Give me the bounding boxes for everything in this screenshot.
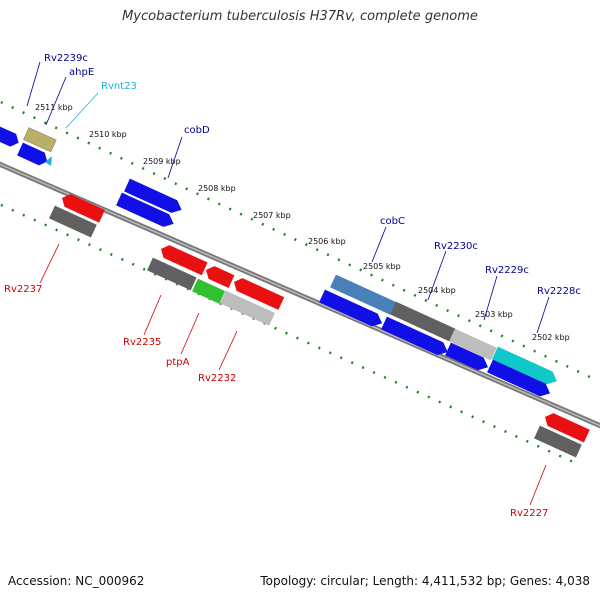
label-rv2239c[interactable]: Rv2239c — [44, 53, 88, 64]
leader-rv2232 — [218, 330, 238, 371]
feature-blue-mid-2[interactable] — [381, 316, 451, 359]
genome-summary-text: Topology: circular; Length: 4,411,532 bp… — [260, 574, 590, 588]
feature-rv2235-grey[interactable] — [147, 257, 197, 291]
feature-rv2228c-cyan[interactable] — [492, 346, 560, 388]
feature-red-lower-3[interactable] — [231, 276, 285, 310]
rvnt23-marker[interactable] — [45, 156, 52, 166]
leader-rv2227 — [529, 464, 547, 506]
feature-rv2237-red[interactable] — [59, 192, 105, 223]
kbp-tick-2502: 2502 kbp — [532, 333, 570, 342]
upper-tick-track — [0, 100, 591, 379]
kbp-tick-2510: 2510 kbp — [89, 130, 127, 139]
feature-blue-left-1[interactable] — [0, 125, 22, 150]
genome-backbone-highlight — [0, 163, 600, 427]
leader-ptpa — [180, 312, 200, 355]
feature-upper-olive[interactable] — [23, 127, 57, 153]
feature-rv2227-grey[interactable] — [534, 425, 582, 458]
feature-cobc-steel[interactable] — [330, 274, 396, 315]
lower-tick-track — [0, 203, 581, 467]
label-ahpe[interactable]: ahpE — [69, 67, 94, 78]
feature-rv2237-grey[interactable] — [49, 205, 97, 238]
leader-cobd — [167, 136, 183, 179]
leader-rv2230c — [427, 250, 447, 301]
leader-ahpe — [45, 76, 67, 126]
leader-rv2235 — [143, 294, 162, 336]
kbp-tick-2503: 2503 kbp — [475, 310, 513, 319]
kbp-tick-2506: 2506 kbp — [308, 237, 346, 246]
feature-blue-left-2[interactable] — [17, 142, 50, 168]
kbp-tick-2511: 2511 kbp — [35, 103, 73, 112]
label-rv2235[interactable]: Rv2235 — [123, 337, 161, 348]
feature-rv2230c-grey[interactable] — [390, 301, 456, 342]
feature-rv2232-lightgrey[interactable] — [220, 290, 276, 326]
feature-red-lower-1[interactable] — [158, 243, 208, 276]
label-rv2230c[interactable]: Rv2230c — [434, 241, 478, 252]
feature-ptpa-green[interactable] — [192, 278, 226, 304]
kbp-tick-2505: 2505 kbp — [363, 262, 401, 271]
feature-rv2227-red[interactable] — [542, 411, 590, 443]
leader-rv2229c — [483, 275, 498, 321]
leader-rv2228c — [536, 296, 550, 334]
kbp-tick-2504: 2504 kbp — [418, 286, 456, 295]
feature-blue-mid-3[interactable] — [445, 342, 491, 374]
label-rvnt23[interactable]: Rvnt23 — [101, 81, 137, 92]
leader-rv2239c — [26, 61, 41, 107]
label-rv2229c[interactable]: Rv2229c — [485, 265, 529, 276]
label-ptpa[interactable]: ptpA — [166, 357, 190, 368]
kbp-tick-2509: 2509 kbp — [143, 157, 181, 166]
map-title: Mycobacterium tuberculosis H37Rv, comple… — [122, 9, 478, 24]
label-rv2232[interactable]: Rv2232 — [198, 373, 236, 384]
feature-red-lower-2[interactable] — [203, 264, 235, 288]
feature-blue-mid-1[interactable] — [319, 289, 385, 330]
leader-rvnt23 — [65, 92, 99, 129]
label-rv2237[interactable]: Rv2237 — [4, 284, 42, 295]
feature-cobd-2[interactable] — [116, 192, 176, 231]
label-cobc[interactable]: cobC — [380, 216, 405, 227]
kbp-tick-2507: 2507 kbp — [253, 211, 291, 220]
leader-cobc — [371, 226, 387, 263]
feature-cobd-1[interactable] — [124, 178, 184, 217]
label-rv2228c[interactable]: Rv2228c — [537, 286, 581, 297]
leader-rv2237 — [39, 243, 60, 284]
label-cobd[interactable]: cobD — [184, 125, 210, 136]
accession-text: Accession: NC_000962 — [8, 574, 145, 588]
feature-lightgrey-upper[interactable] — [449, 328, 497, 361]
kbp-tick-2508: 2508 kbp — [198, 184, 236, 193]
feature-blue-mid-4[interactable] — [487, 359, 553, 400]
label-rv2227[interactable]: Rv2227 — [510, 508, 548, 519]
